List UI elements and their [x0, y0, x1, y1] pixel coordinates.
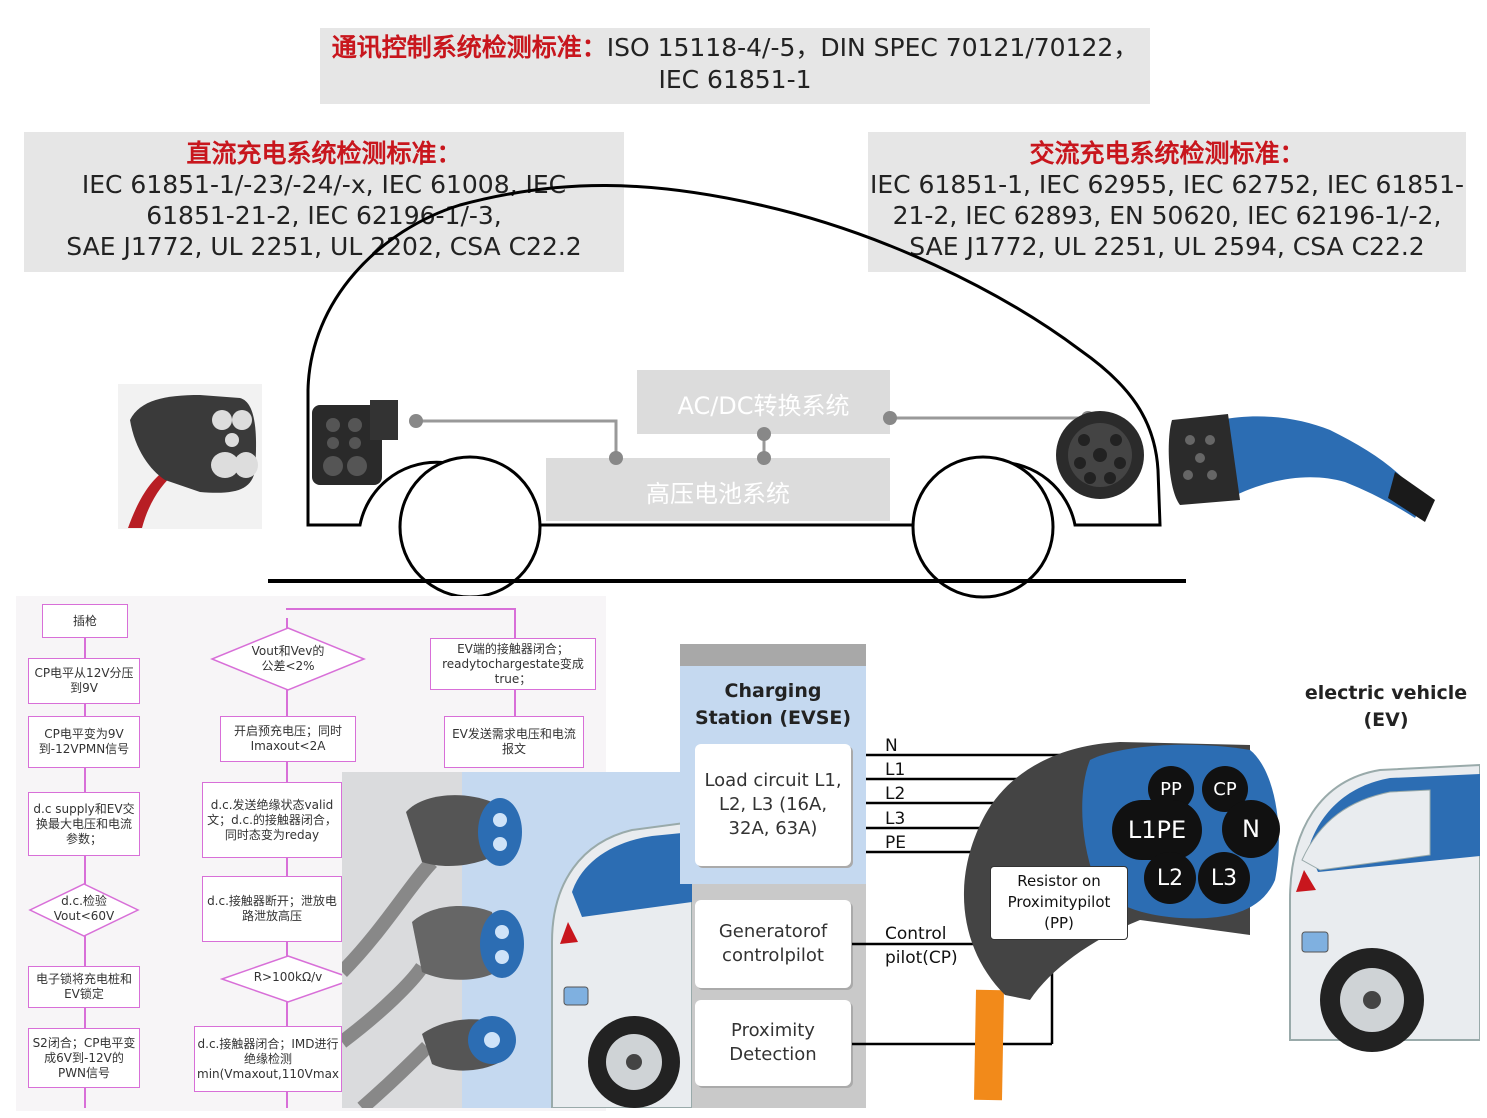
evse-panel-top — [680, 644, 866, 666]
connector-photo-panel — [337, 772, 693, 1114]
pin-cp: CP — [1202, 766, 1248, 812]
flow-step-ev-contactor: EV端的接触器闭合；readytochargestate变成true； — [430, 638, 596, 690]
ac-standards-title: 交流充电系统检测标准： — [1029, 139, 1305, 168]
ac-plug-icon — [1168, 414, 1435, 522]
pin-l3: L3 — [1198, 852, 1250, 904]
evse-proximity: Proximity Detection — [695, 1000, 851, 1086]
comm-standards-title: 通讯控制系统检测标准： — [331, 33, 607, 62]
pin-l1pe: L1PE — [1112, 800, 1202, 860]
resistor-pp-box: Resistor on Proximitypilot (PP) — [990, 866, 1128, 940]
evse-title: Charging Station (EVSE) — [694, 680, 852, 729]
dc-inlet-icon — [312, 400, 398, 485]
battery-label: 高压电池系统 — [646, 480, 790, 508]
flow-step-discharge: d.c.接触器断开；泄放电路泄放高压 — [202, 876, 342, 942]
comm-standards-box: 通讯控制系统检测标准：ISO 15118-4/-5，DIN SPEC 70121… — [320, 28, 1150, 104]
wire-n: N — [885, 736, 898, 756]
rear-wheel — [911, 455, 1055, 599]
comm-standards-line1: ISO 15118-4/-5，DIN SPEC 70121/70122， — [606, 33, 1139, 62]
pin-n: N — [1222, 800, 1280, 858]
ac-standards-box: 交流充电系统检测标准： IEC 61851-1, IEC 62955, IEC … — [868, 132, 1466, 272]
wire-l2: L2 — [885, 784, 906, 804]
dc-plug-icon — [118, 384, 262, 529]
flowchart-panel: 插枪 CP电平从12V分压到9V CP电平变为9V到-12VPMN信号 d.c … — [16, 596, 606, 1111]
acdc-label: AC/DC转换系统 — [677, 392, 850, 420]
flow-decision-tolerance: Vout和Vev的公差<2% — [210, 626, 366, 692]
flow-step-ev-request: EV发送需求电压和电流报文 — [444, 716, 584, 768]
dc-standards-title: 直流充电系统检测标准： — [186, 139, 462, 168]
flow-step-insulation: d.c.发送绝缘状态valid文；d.c.的接触器闭合，同时态变为reday — [202, 782, 342, 858]
ac-standards-line1: IEC 61851-1, IEC 62955, IEC 62752, IEC 6… — [869, 170, 1465, 199]
flow-step-plug: 插枪 — [42, 604, 128, 638]
wire-pe: PE — [885, 833, 906, 853]
ac-standards-line3: SAE J1772, UL 2251, UL 2594, CSA C22.2 — [909, 232, 1425, 261]
flow-step-imd: d.c.接触器闭合；IMD进行绝缘检测min(Vmaxout,110Vmax — [194, 1026, 342, 1092]
comm-standards-line2: IEC 61851-1 — [658, 65, 812, 94]
battery-block — [546, 458, 890, 521]
ac-standards-line2: 21-2, IEC 62893, EN 50620, IEC 62196-1/-… — [892, 201, 1442, 230]
ev-car-icon — [1289, 763, 1480, 1052]
flow-step-exchange: d.c supply和EV交换最大电压和电流参数； — [28, 792, 140, 856]
evse-generator: Generatorof controlpilot — [695, 900, 851, 988]
ev-label: electric vehicle (EV) — [1304, 682, 1468, 731]
dc-standards-box: 直流充电系统检测标准： IEC 61851-1/-23/-24/-x, IEC … — [24, 132, 624, 272]
flow-step-precharge: 开启预充电压；同时Imaxout<2A — [220, 716, 356, 762]
wire-l3: L3 — [885, 809, 906, 829]
wire-l1: L1 — [885, 760, 906, 780]
dc-standards-line1: IEC 61851-1/-23/-24/-x, IEC 61008, IEC — [81, 170, 567, 199]
evse-load-circuit: Load circuit L1, L2, L3 (16A, 32A, 63A) — [695, 744, 851, 866]
acdc-block — [637, 370, 890, 434]
dc-wire — [416, 419, 618, 458]
car-diagram — [118, 184, 1435, 599]
dc-standards-line3: SAE J1772, UL 2251, UL 2202, CSA C22.2 — [66, 232, 582, 261]
flow-step-cp-9v: CP电平从12V分压到9V — [28, 658, 140, 704]
flow-step-s2: S2闭合；CP电平变成6V到-12V的PWN信号 — [28, 1028, 140, 1088]
control-pilot-label: Control pilot(CP) — [885, 924, 958, 968]
flow-step-cp-pwm: CP电平变为9V到-12VPMN信号 — [28, 716, 140, 768]
flow-step-lock: 电子锁将充电桩和EV锁定 — [28, 966, 140, 1008]
pin-l2: L2 — [1144, 852, 1196, 904]
flow-decision-vout60: d.c.检验Vout<60V — [28, 882, 140, 938]
ac-inlet-icon — [1056, 411, 1144, 499]
dc-standards-line2: 61851-21-2, IEC 62196-1/-3, — [146, 201, 502, 230]
flow-decision-resistance: R>100kΩ/v — [219, 954, 357, 1004]
